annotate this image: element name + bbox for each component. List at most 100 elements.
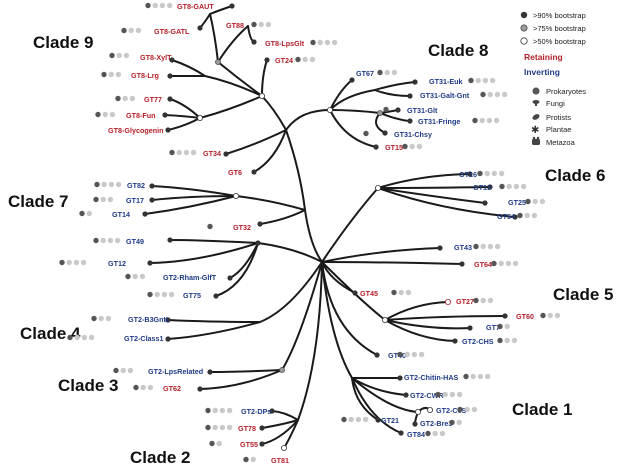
taxon-icon [491,170,498,177]
leaf-tip-dot [375,417,381,423]
leaf-tip-dot [259,425,265,431]
taxon-icon [384,69,390,76]
taxon-icon [122,95,128,102]
taxon-icon [243,456,249,463]
taxon-icon [324,39,331,46]
leaf-tip-dot [197,386,203,392]
taxon-icon [93,196,99,203]
leaf-tip-dot [398,430,404,436]
leaf-gt2-chs: GT2-CHS [462,337,494,346]
leaf-gt8-xylt: GT8-XylT [140,53,172,62]
bootstrap-nodes [196,59,451,451]
leaf-gt55: GT55 [240,440,258,449]
taxon-icon [302,56,308,63]
taxon-icon [219,407,226,414]
prokaryotes-label: Prokaryotes [546,87,586,96]
taxon-icon [475,77,481,84]
leaf-gt13: GT13 [473,183,491,192]
taxon-icon [473,243,479,250]
taxon-icon [402,143,408,150]
fungi-label: Fungi [546,99,565,108]
leaf-tip-dot [149,197,155,203]
clade-labels: Clade 9 Clade 8 Clade 7 Clade 6 Clade 5 … [8,33,613,467]
leaf-gt81: GT81 [271,456,289,465]
leaf-labels: GT8-GAUT GT8-GATL GT88 GT8-LpsGlt GT8-Xy… [108,2,534,465]
leaf-gt21: GT21 [381,416,399,425]
taxon-icon [525,198,531,205]
leaf-tip-dot [403,392,409,398]
taxon-icon [209,440,215,447]
taxon-icon [484,373,491,380]
leaf-gt24: GT24 [275,56,293,65]
taxon-icon [362,416,369,423]
taxon-icon [212,407,218,414]
taxon-icon [432,430,438,437]
taxon-icon [93,237,99,244]
taxon-icon [265,21,272,28]
taxon-icon [457,406,463,413]
taxon-icon [152,2,158,9]
bootstrap-50-label: >50% bootstrap [533,37,586,46]
leaf-gt31-euk: GT31-Euk [429,77,463,86]
leaf-gt88: GT88 [226,21,244,30]
bootstrap-90-label: >90% bootstrap [533,11,586,20]
leaf-tip-dot [169,57,175,63]
taxon-icon [168,291,175,298]
leaf-tip-dot [512,214,518,220]
bootstrap-75-label: >75% bootstrap [533,24,586,33]
leaf-tip-dot [452,338,458,344]
tree-branches [144,5,516,449]
taxon-icon [486,117,493,124]
taxon-icon [176,149,182,156]
leaf-gt43: GT43 [454,243,472,252]
clade-5-label: Clade 5 [553,285,613,304]
leaf-tip-dot [223,151,229,157]
taxon-icon [498,170,505,177]
taxon-icon [317,39,323,46]
taxon-icon [250,456,256,463]
taxon-icon [517,212,523,219]
protist-icon [532,114,540,120]
leaf-tip-dot [213,293,219,299]
taxon-icon [539,198,546,205]
taxon-icon [471,406,478,413]
taxon-icon [439,430,446,437]
taxon-icon [74,334,80,341]
taxon-icon [498,260,504,267]
prokaryote-icon [532,87,540,95]
taxon-icon [487,243,494,250]
leaf-gt75: GT75 [183,291,201,300]
taxon-icon [207,223,213,230]
taxon-icon [341,416,347,423]
taxon-icon [456,391,463,398]
leaf-gt84: GT84 [407,430,425,439]
node-50 [381,316,388,323]
leaf-gt32: GT32 [233,223,251,232]
taxon-icon [129,95,136,102]
leaf-tip-dot [162,112,168,118]
node-75 [215,59,221,65]
leaf-tip-dot [382,130,388,136]
taxon-icon [497,323,503,330]
leaf-gt16: GT16 [459,170,477,179]
taxon-icon [101,71,107,78]
taxon-icon [355,416,362,423]
taxon-icon [377,69,383,76]
leaf-tip-dot [482,200,488,206]
taxon-icon [468,77,474,84]
taxon-icon [258,21,264,28]
taxon-icon [123,52,130,59]
taxon-icon [101,181,107,188]
leaf-gt17: GT17 [126,196,144,205]
node-50 [258,93,265,100]
leaf-gt8-lpsglt: GT8-LpsGlt [265,39,305,48]
metazoa-label: Metazoa [546,138,576,147]
leaf-tip-dot [167,96,173,102]
clade-6-label: Clade 6 [545,166,605,185]
leaf-tip-dot [142,211,148,217]
taxon-icon [116,52,122,59]
leaf-tip-dot [167,237,173,243]
taxon-icon [102,111,108,118]
taxon-icon [109,52,115,59]
leaf-gt15: GT15 [385,143,403,152]
